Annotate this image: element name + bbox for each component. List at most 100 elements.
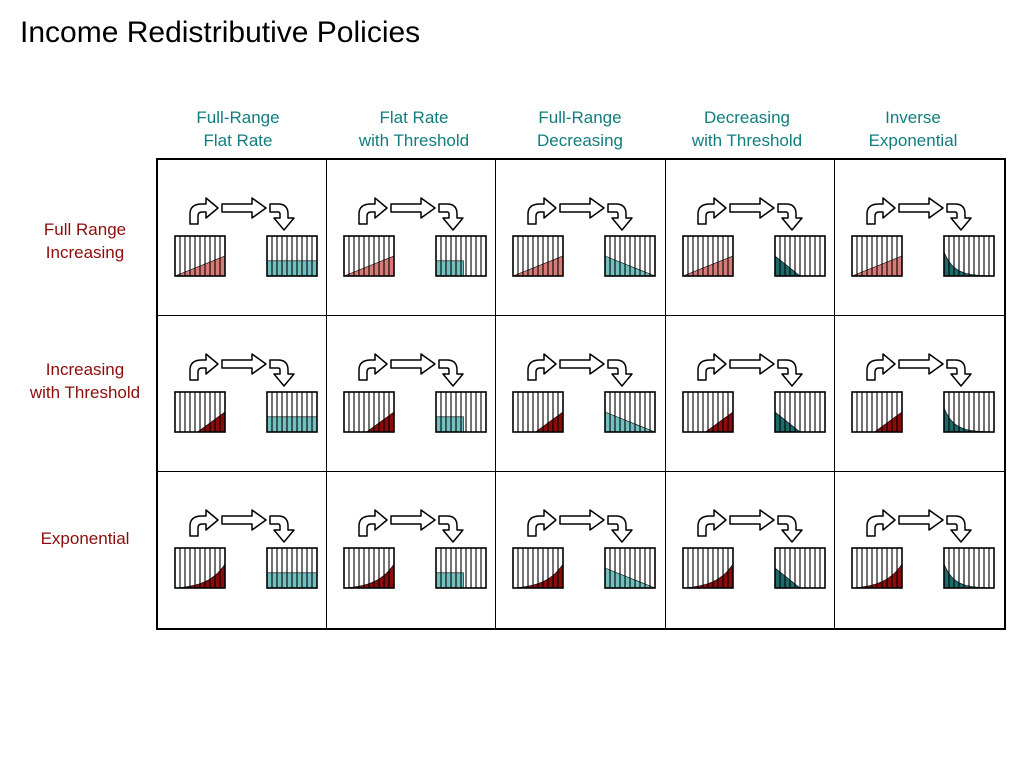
- tax-schedule-box: [850, 391, 903, 433]
- column-header-5-line1: Inverse: [885, 108, 941, 127]
- tax-schedule-box-border: [343, 235, 395, 277]
- benefit-schedule-box-border: [773, 391, 826, 433]
- column-header-2-line1: Flat Rate: [379, 108, 449, 127]
- benefit-schedule-box-border: [773, 235, 826, 277]
- policy-diagram-r1-c5: [850, 197, 995, 277]
- tax-schedule-box: [512, 391, 565, 433]
- tax-schedule-box-border: [174, 391, 226, 433]
- benefit-schedule-box-border: [942, 235, 995, 277]
- benefit-schedule-box-fill: [774, 567, 801, 589]
- transfer-arrows-icon: [189, 509, 295, 543]
- benefit-schedule-box-fill: [435, 572, 464, 589]
- row-header-2: Increasing with Threshold: [0, 358, 170, 404]
- policy-cell-r3-c4: [666, 472, 835, 628]
- curved-arrow-icon: [189, 509, 219, 537]
- column-header-4-line1: Decreasing: [704, 108, 790, 127]
- right-arrow-icon: [390, 509, 436, 531]
- right-arrow-icon: [728, 509, 775, 531]
- policy-diagram-r3-c2: [343, 509, 487, 589]
- down-arrow-icon: [946, 359, 972, 387]
- policy-diagram-r2-c4: [681, 353, 826, 433]
- transfer-arrows-icon: [527, 509, 634, 543]
- right-arrow-icon: [390, 353, 436, 375]
- benefit-schedule-box: [435, 547, 487, 589]
- tax-schedule-box-fill: [704, 411, 733, 433]
- benefit-schedule-box: [942, 235, 995, 277]
- curved-arrow-icon: [527, 353, 558, 381]
- benefit-schedule-box-fill: [435, 260, 464, 277]
- benefit-schedule-box-border: [942, 391, 995, 433]
- right-arrow-icon: [221, 353, 267, 375]
- tax-schedule-box-border: [512, 235, 565, 277]
- tax-schedule-box: [512, 547, 565, 589]
- column-header-5: Inverse Exponential: [828, 106, 998, 152]
- column-header-4-line2: with Threshold: [691, 131, 803, 150]
- tax-schedule-box-border: [681, 391, 734, 433]
- tax-schedule-box-fill: [534, 411, 564, 433]
- tax-schedule-box-fill: [851, 563, 903, 589]
- tax-schedule-box-border: [174, 547, 226, 589]
- benefit-schedule-box: [604, 391, 657, 433]
- tax-schedule-box-border: [681, 235, 734, 277]
- policy-diagram-r2-c5: [850, 353, 995, 433]
- row-header-2-line2: with Threshold: [29, 383, 141, 402]
- down-arrow-icon: [438, 515, 464, 543]
- column-header-3: Full-Range Decreasing: [495, 106, 665, 152]
- right-arrow-icon: [898, 197, 944, 219]
- transfer-arrows-icon: [866, 509, 972, 543]
- benefit-schedule-box-border: [266, 391, 318, 433]
- curved-arrow-icon: [866, 509, 896, 537]
- transfer-arrows-icon: [527, 353, 634, 387]
- tax-schedule-box-fill: [365, 411, 395, 433]
- column-header-4: Decreasing with Threshold: [662, 106, 832, 152]
- column-header-1: Full-Range Flat Rate: [153, 106, 323, 152]
- curved-arrow-icon: [189, 353, 219, 381]
- tax-schedule-box: [343, 391, 395, 433]
- right-arrow-icon: [559, 197, 606, 219]
- policy-diagram-r2-c1: [174, 353, 318, 433]
- policy-diagram-r3-c1: [174, 509, 318, 589]
- page-title: Income Redistributive Policies: [20, 16, 421, 49]
- transfer-arrows-icon: [696, 353, 803, 387]
- transfer-arrows-icon: [358, 509, 464, 543]
- row-header-1: Full Range Increasing: [0, 218, 170, 264]
- policy-diagram-r1-c3: [512, 197, 657, 277]
- tax-schedule-box-fill: [196, 411, 226, 433]
- benefit-schedule-box-fill: [774, 411, 801, 433]
- tax-schedule-box: [681, 391, 734, 433]
- benefit-schedule-box: [266, 235, 318, 277]
- tax-schedule-box: [174, 547, 226, 589]
- policy-cell-r3-c5: [835, 472, 1004, 628]
- benefit-schedule-box-border: [266, 235, 318, 277]
- benefit-schedule-box: [435, 391, 487, 433]
- curved-arrow-icon: [866, 353, 896, 381]
- right-arrow-icon: [559, 509, 606, 531]
- tax-schedule-box-border: [512, 547, 565, 589]
- row-header-3-line1: Exponential: [40, 529, 130, 548]
- curved-arrow-icon: [527, 197, 558, 225]
- right-arrow-icon: [898, 509, 944, 531]
- tax-schedule-box: [343, 547, 395, 589]
- right-arrow-icon: [390, 197, 436, 219]
- policy-diagram-r3-c4: [681, 509, 826, 589]
- policy-diagram-r2-c2: [343, 353, 487, 433]
- curved-arrow-icon: [527, 509, 558, 537]
- down-arrow-icon: [946, 203, 972, 231]
- benefit-schedule-box-border: [266, 547, 318, 589]
- benefit-schedule-box: [942, 391, 995, 433]
- transfer-arrows-icon: [866, 197, 972, 231]
- down-arrow-icon: [438, 359, 464, 387]
- down-arrow-icon: [607, 203, 634, 231]
- curved-arrow-icon: [358, 353, 388, 381]
- tax-schedule-box-border: [681, 547, 734, 589]
- tax-schedule-box: [681, 547, 734, 589]
- right-arrow-icon: [728, 353, 775, 375]
- tax-schedule-box: [174, 391, 226, 433]
- tax-schedule-box-border: [850, 391, 903, 433]
- policy-cell-r1-c5: [834, 160, 1004, 316]
- row-header-1-line1: Full Range: [43, 220, 127, 239]
- transfer-arrows-icon: [527, 197, 634, 231]
- benefit-schedule-box-border: [604, 391, 657, 433]
- benefit-schedule-box-border: [435, 235, 487, 277]
- curved-arrow-icon: [866, 197, 896, 225]
